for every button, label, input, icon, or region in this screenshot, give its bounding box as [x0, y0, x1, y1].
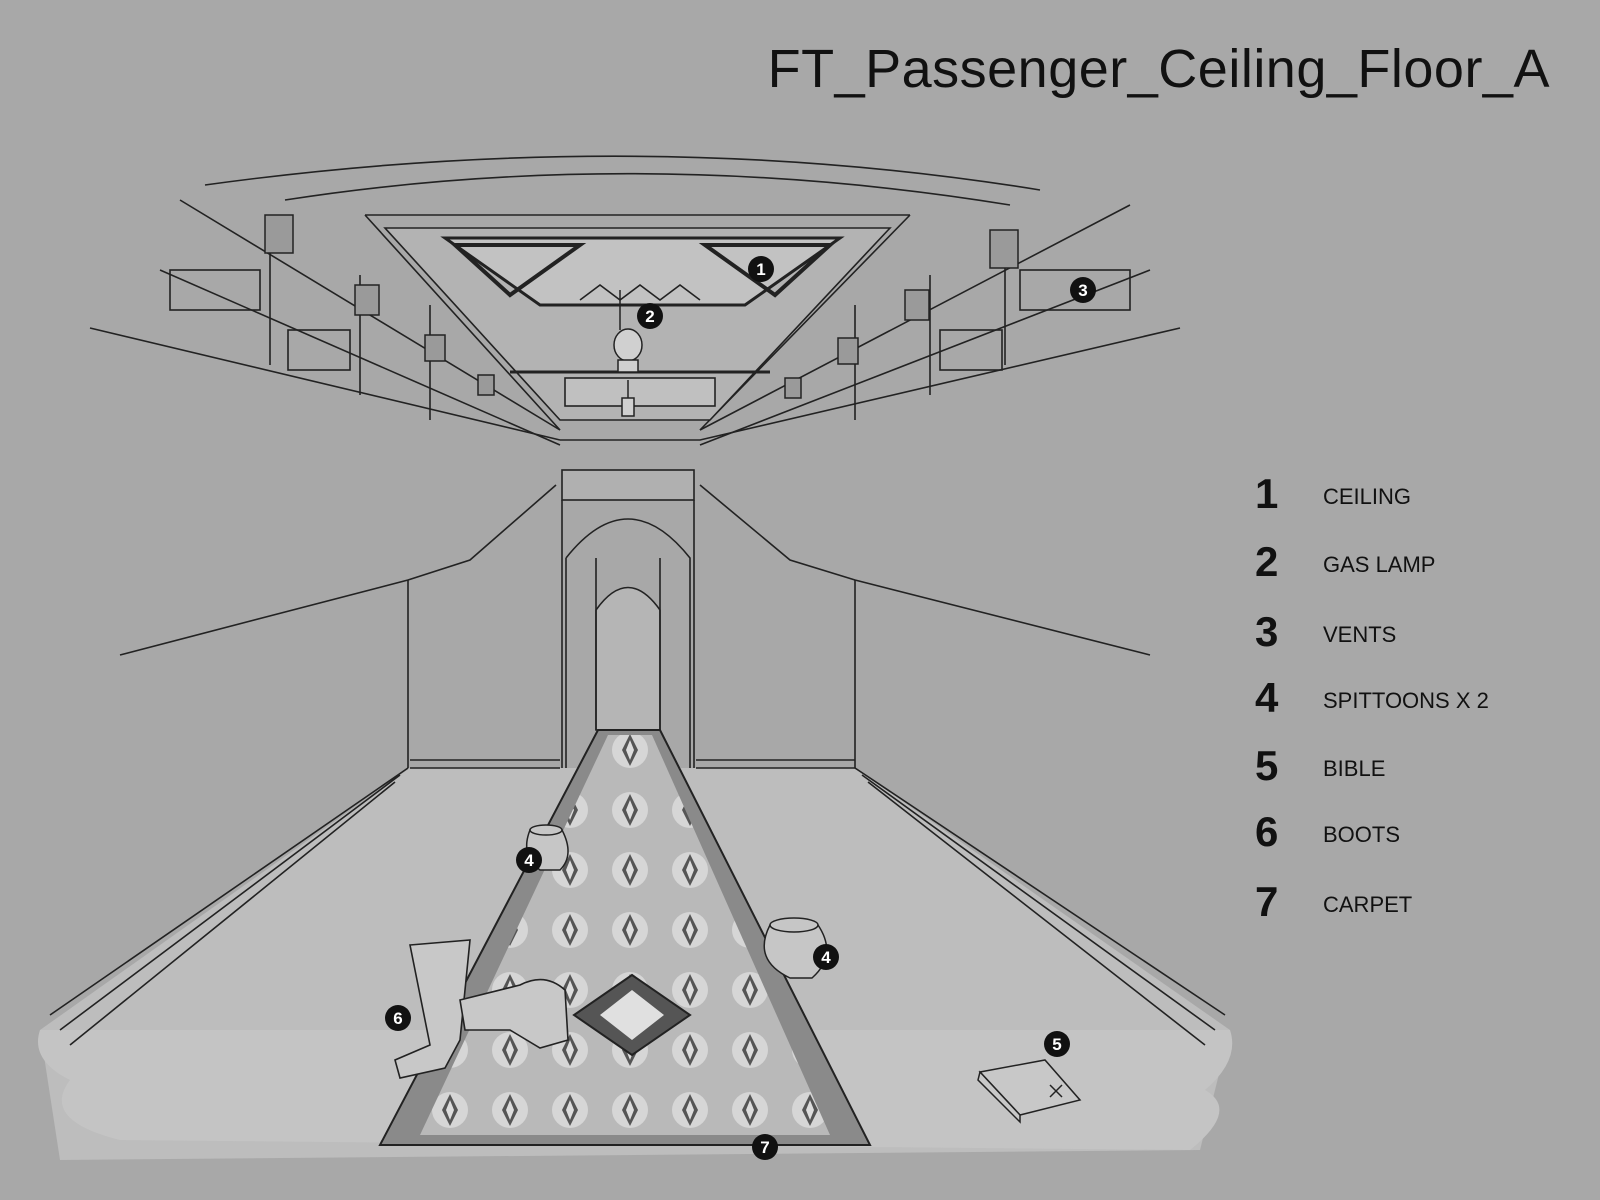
callout-vents: 3	[1070, 277, 1096, 303]
gas-lamp	[613, 290, 643, 417]
legend-number: 5	[1255, 742, 1279, 789]
legend-row-spittoons: 4 SPITTOONS X 2	[1255, 674, 1575, 724]
legend-label: BIBLE	[1323, 756, 1386, 781]
side-wall-lines	[49, 767, 1226, 1046]
legend-label: GAS LAMP	[1323, 552, 1436, 577]
svg-text:4: 4	[821, 948, 831, 967]
legend-label: SPITTOONS X 2	[1323, 688, 1489, 713]
svg-text:7: 7	[760, 1138, 769, 1157]
legend-number: 3	[1255, 608, 1279, 655]
callout-spittoon-right: 4	[813, 944, 839, 970]
legend-number: 6	[1255, 808, 1279, 855]
legend-row-carpet: 7 CARPET	[1255, 878, 1575, 928]
callouts: 1 2 3 4 4 5 6 7	[385, 256, 1096, 1160]
svg-text:1: 1	[756, 260, 765, 279]
callout-bible: 5	[1044, 1031, 1070, 1057]
ceiling	[89, 155, 1181, 446]
legend-row-ceiling: 1 CEILING	[1255, 470, 1575, 520]
legend-label: VENTS	[1323, 622, 1397, 647]
svg-text:5: 5	[1052, 1035, 1061, 1054]
legend-number: 2	[1255, 538, 1279, 585]
callout-boots: 6	[385, 1005, 411, 1031]
svg-text:3: 3	[1078, 281, 1087, 300]
legend-number: 4	[1255, 674, 1279, 721]
legend-label: CEILING	[1323, 484, 1412, 509]
svg-text:6: 6	[393, 1009, 402, 1028]
callout-ceiling: 1	[748, 256, 774, 282]
vents	[264, 214, 1019, 399]
svg-text:4: 4	[524, 851, 534, 870]
legend-number: 1	[1255, 470, 1279, 517]
callout-gas-lamp: 2	[637, 303, 663, 329]
boots	[394, 939, 569, 1079]
legend-row-bible: 5 BIBLE	[1255, 742, 1575, 792]
legend-row-vents: 3 VENTS	[1255, 608, 1575, 658]
svg-text:2: 2	[645, 307, 654, 326]
legend-row-boots: 6 BOOTS	[1255, 808, 1575, 858]
legend-label: CARPET	[1323, 892, 1413, 917]
sheet-title: FT_Passenger_Ceiling_Floor_A	[767, 39, 1550, 99]
callout-carpet: 7	[752, 1134, 778, 1160]
legend-number: 7	[1255, 878, 1279, 925]
legend-label: BOOTS	[1323, 822, 1401, 847]
callout-spittoon-left: 4	[516, 847, 542, 873]
spittoons	[525, 824, 828, 979]
legend-row-gas-lamp: 2 GAS LAMP	[1255, 538, 1575, 588]
back-wall	[119, 469, 1151, 769]
bible	[977, 1059, 1082, 1124]
